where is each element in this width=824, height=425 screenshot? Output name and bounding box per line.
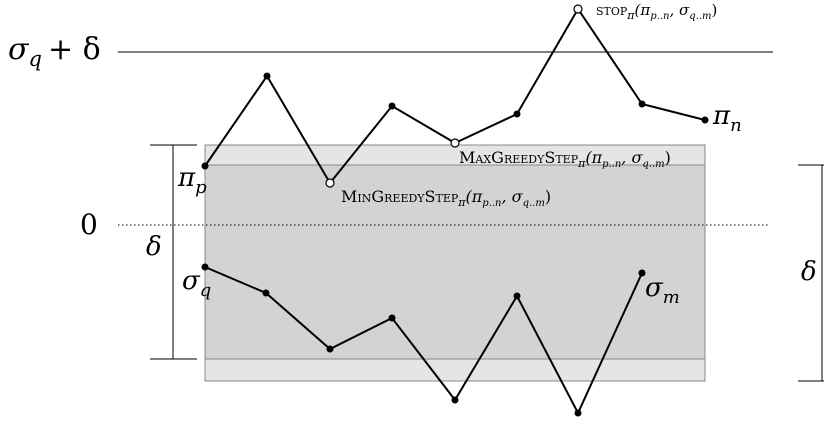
sigma-point bbox=[513, 292, 521, 300]
sigma-point bbox=[638, 269, 646, 277]
pi-point bbox=[201, 162, 209, 170]
label-min-greedy-step: MinGreedyStepπ(πp..n, σq..m) bbox=[341, 187, 551, 209]
pi-point bbox=[701, 116, 709, 124]
label-pi-p: πp bbox=[177, 163, 207, 198]
sigma-point bbox=[451, 396, 459, 404]
sigma-point bbox=[201, 263, 209, 271]
label-sigma-q-plus-delta: σq+ δ bbox=[8, 32, 101, 71]
pi-point bbox=[513, 110, 521, 118]
pi-points bbox=[201, 72, 709, 170]
sigma-path bbox=[204, 266, 643, 416]
label-max-greedy-step: MaxGreedyStepπ(πp..n, σq..m) bbox=[459, 148, 671, 170]
stop-point bbox=[573, 4, 583, 14]
label-stop: stopπ(πp..n, σq..m) bbox=[596, 1, 717, 22]
label-zero: 0 bbox=[80, 208, 98, 241]
label-delta-left: δ bbox=[146, 232, 162, 262]
pi-point bbox=[263, 72, 271, 80]
pi-point bbox=[388, 102, 396, 110]
pi-point bbox=[638, 100, 646, 108]
label-sigma-m: σm bbox=[645, 273, 680, 308]
label-pi-n: πn bbox=[712, 101, 742, 136]
sigma-point bbox=[262, 289, 270, 297]
sigma-point bbox=[326, 345, 334, 353]
min-greedy-point bbox=[325, 178, 335, 188]
label-sigma-q: σq bbox=[182, 266, 211, 301]
inner-band bbox=[204, 164, 706, 360]
sigma-point bbox=[574, 409, 582, 417]
left-delta-bracket bbox=[150, 144, 197, 360]
right-delta-bracket bbox=[798, 164, 824, 382]
label-delta-right: δ bbox=[801, 257, 817, 287]
sigma-points bbox=[201, 263, 646, 417]
sigma-point bbox=[388, 314, 396, 322]
max-greedy-point bbox=[450, 138, 460, 148]
